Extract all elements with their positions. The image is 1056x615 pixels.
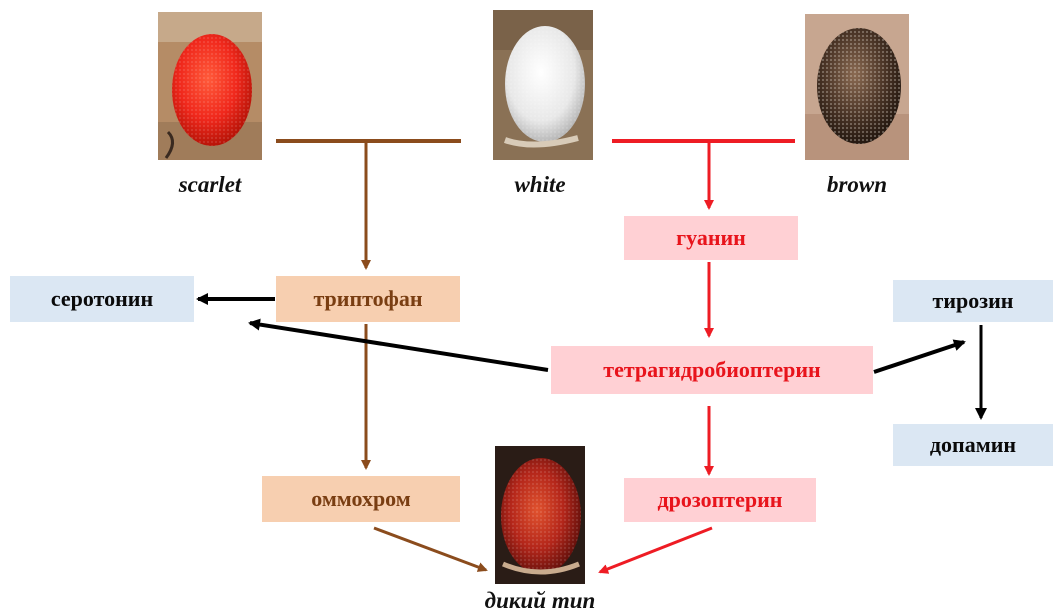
dopamine-node: допамин bbox=[893, 424, 1053, 466]
ommochrome-node: оммохром bbox=[262, 476, 460, 522]
tyrosine-node: тирозин bbox=[893, 280, 1053, 322]
arrow-ommochrome-to-wild bbox=[374, 528, 486, 570]
arrow-drosopterin-to-wild bbox=[600, 528, 712, 572]
arrow-thb-to-tyrosine bbox=[874, 342, 964, 372]
serotonin-node: серотонин bbox=[10, 276, 194, 322]
arrow-thb-to-serotonin bbox=[250, 323, 548, 370]
tryptophan-node: триптофан bbox=[276, 276, 460, 322]
tetrahydrobiopterin-node: тетрагидробиоптерин bbox=[551, 346, 873, 394]
guanine-node: гуанин bbox=[624, 216, 798, 260]
drosopterin-node: дрозоптерин bbox=[624, 478, 816, 522]
